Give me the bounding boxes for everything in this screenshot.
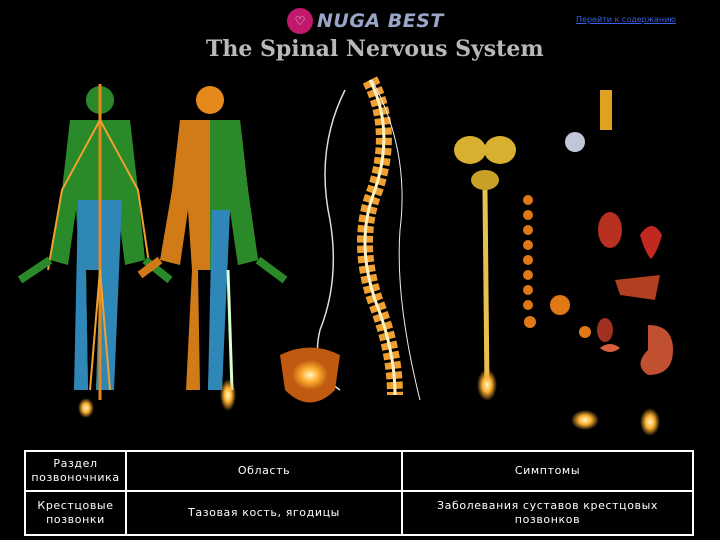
- column-header: Область: [125, 450, 403, 492]
- table-cell: Тазовая кость, ягодицы: [125, 490, 403, 536]
- brain-spinal-cord: [454, 136, 516, 401]
- brand-logo: ♡ NUGA BEST: [287, 8, 444, 34]
- logo-text: NUGA BEST: [317, 10, 444, 32]
- table-row: Крестцовые позвонки Тазовая кость, ягоди…: [24, 490, 694, 536]
- spine-info-table: Раздел позвоночника Область Симптомы Кре…: [24, 450, 694, 536]
- column-header: Раздел позвоночника: [24, 450, 127, 492]
- ganglia-chain: [523, 195, 591, 338]
- body-figure-front: [17, 84, 173, 400]
- back-to-contents-link[interactable]: Перейти к содержанию: [576, 15, 677, 24]
- spinal-nervous-system-illustration: [17, 76, 673, 436]
- table-header-row: Раздел позвоночника Область Симптомы: [24, 450, 694, 492]
- logo-heart-icon: ♡: [287, 8, 313, 34]
- column-header: Симптомы: [401, 450, 694, 492]
- table-cell: Заболевания суставов крестцовых позвонко…: [401, 490, 694, 536]
- table-cell: Крестцовые позвонки: [24, 490, 127, 536]
- page-title: The Spinal Nervous System: [206, 36, 544, 62]
- body-figure-back: [78, 86, 288, 418]
- organs-illustration: [565, 90, 673, 436]
- pelvis-illustration: [280, 347, 340, 403]
